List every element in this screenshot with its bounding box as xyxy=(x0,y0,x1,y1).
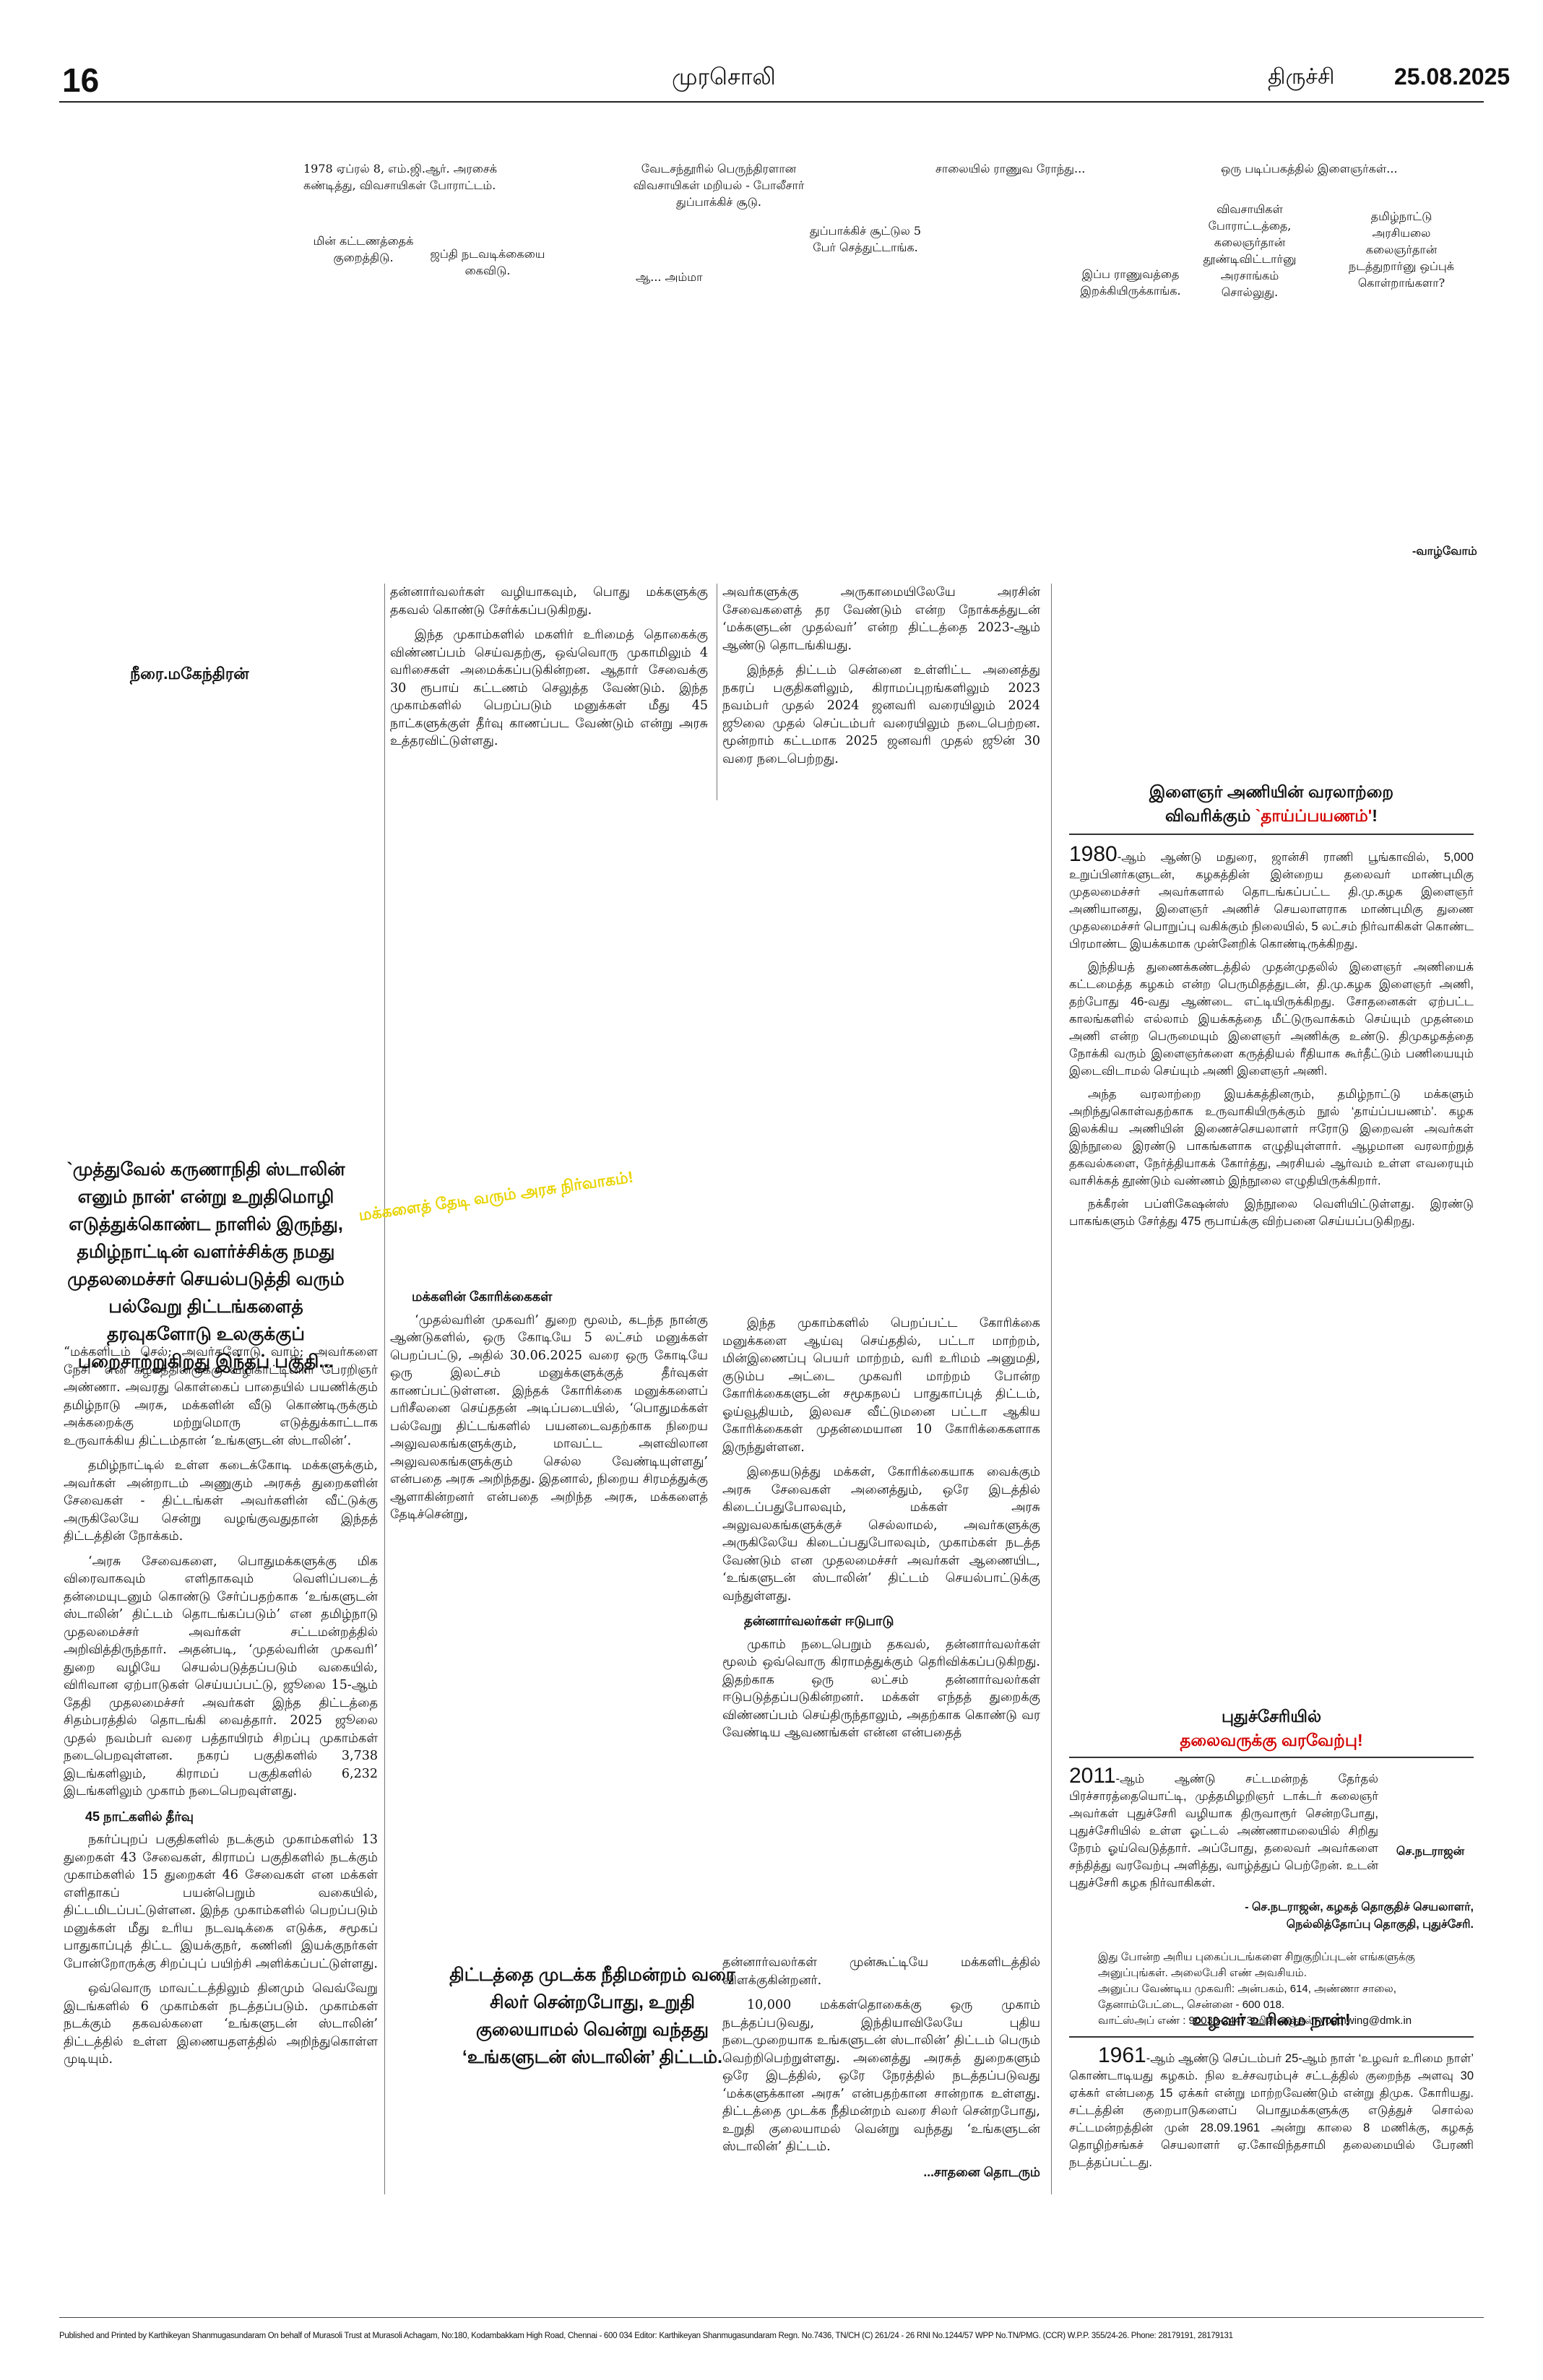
cartoon-caption: விவசாயிகள் போராட்டத்தை, கலைஞர்தான் தூண்ட… xyxy=(1203,202,1297,299)
continued-note: ...சாதனை தொடரும் xyxy=(923,2164,1040,2179)
sidebar-title-highlight: தலைவருக்கு வரவேற்பு! xyxy=(1180,1731,1363,1749)
masthead: முரசொலி xyxy=(672,64,776,90)
article-paragraph: “மக்களிடம் செல்; அவர்களோடு வாழ்; அவர்களை… xyxy=(64,1345,378,1448)
kicker: `முத்துவேல் கருணாநிதி ஸ்டாலின் எனும் நான… xyxy=(66,1159,345,1372)
article-headline: மக்களைத் தேடி வரும் அரசு நிர்வாகம்! xyxy=(358,1167,635,1224)
sidebar-year: 1980 xyxy=(1069,842,1118,866)
article-column-2-top: தன்னார்வலர்கள் வழியாகவும், பொது மக்களுக்… xyxy=(390,584,708,758)
article-paragraph: இந்த முகாம்களில் மகளிர் உரிமைத் தொகைக்கு… xyxy=(390,628,708,748)
cartoon-caption: ஒரு படிப்பகத்தில் இளைஞர்கள்... xyxy=(1221,162,1398,176)
sidebar-body: 2011-ஆம் ஆண்டு சட்டமன்றத் தேர்தல் பிரச்ச… xyxy=(1069,1764,1378,1890)
imprint-line: Published and Printed by Karthikeyan Sha… xyxy=(59,2332,1233,2340)
edition-city: திருச்சி xyxy=(1268,65,1335,89)
submission-note: இது போன்ற அரிய புகைப்படங்களை சிறுகுறிப்ப… xyxy=(1098,1951,1415,2027)
sidebar-paragraph: இந்தியத் துணைக்கண்டத்தில் முதன்முதலில் இ… xyxy=(1069,961,1474,1078)
header-rule xyxy=(59,101,1484,103)
sidebar-paragraph: அந்த வரலாற்றை இயக்கத்தினரும், தமிழ்நாட்ட… xyxy=(1069,1088,1474,1187)
article-paragraph: ‘அரசு சேவைகளை, பொதுமக்களுக்கு மிக விரைவா… xyxy=(64,1554,378,1799)
sidebar-title-highlight: `தாய்ப்பயணம்' xyxy=(1255,806,1373,825)
article-paragraph: அவர்களுக்கு அருகாமையிலேயே அரசின் சேவைகளை… xyxy=(722,585,1040,653)
sidebar-credit: - செ.நடராஜன், கழகத் தொகுதிச் செயலாளர், ந… xyxy=(1245,1901,1474,1931)
cartoon-caption: தமிழ்நாட்டு அரசியலை கலைஞர்தான் நடத்துறார… xyxy=(1348,209,1454,290)
sidebar-farmers-day: உழவர் உரிமை நாள்! 1961-ஆம் ஆண்டு செப்டம்… xyxy=(1069,2008,1474,2171)
sidebar-rule xyxy=(1069,2036,1474,2038)
article-paragraph: தன்னார்வலர்கள் வழியாகவும், பொது மக்களுக்… xyxy=(390,585,708,618)
column-rule xyxy=(1051,584,1052,2194)
sidebar-rule xyxy=(1069,1757,1474,1758)
sidebar-puducherry: புதுச்சேரியில் தலைவருக்கு வரவேற்பு! 2011… xyxy=(1069,1705,1474,2029)
sidebar-body: 1961-ஆம் ஆண்டு செப்டம்பர் 25-ஆம் நாள் ‘உ… xyxy=(1069,2043,1474,2170)
section-subhead: தன்னார்வலர்கள் ஈடுபாடு xyxy=(744,1614,894,1628)
issue-date: 25.08.2025 xyxy=(1394,64,1510,90)
sidebar-title: இளைஞர் அணியின் வரலாற்றை விவரிக்கும் `தாய… xyxy=(1149,782,1394,825)
article-column-3-bottom: தன்னார்வலர்கள் முன்கூட்டியே மக்களிடத்தில… xyxy=(722,1954,1040,2181)
cartoon-caption: சாலையில் ராணுவ ரோந்து... xyxy=(935,162,1086,176)
article-paragraph: இந்த முகாம்களில் பெறப்பட்ட கோரிக்கை மனுக… xyxy=(722,1316,1040,1455)
sidebar-paragraph: நக்கீரன் பப்ளிகேஷன்ஸ் இந்நூலை வெளியிட்டு… xyxy=(1069,1198,1474,1228)
cartoon-signature: -வாழ்வோம் xyxy=(1412,545,1477,558)
byline: நீரை.மகேந்திரன் xyxy=(130,665,249,683)
page-number: 16 xyxy=(62,61,100,99)
sidebar-year: 2011 xyxy=(1069,1764,1116,1788)
column-rule xyxy=(384,584,385,2194)
article-paragraph: இந்தத் திட்டம் சென்னை உள்ளிட்ட அனைத்து ந… xyxy=(722,663,1040,766)
sidebar-youth-wing: இளைஞர் அணியின் வரலாற்றை விவரிக்கும் `தாய… xyxy=(1069,780,1474,1236)
sidebar-title: உழவர் உரிமை நாள்! xyxy=(1192,2010,1351,2029)
footer-rule xyxy=(59,2317,1484,2318)
cartoon-caption: ஜப்தி நடவடிக்கையை கைவிடு. xyxy=(430,247,545,277)
cartoon-caption: ஆ... அம்மா xyxy=(636,270,703,284)
article-paragraph: தமிழ்நாட்டில் உள்ள கடைக்கோடி மக்களுக்கும… xyxy=(64,1458,378,1544)
cartoon-caption: 1978 ஏப்ரல் 8, எம்.ஜி.ஆர். அரசைக் கண்டித… xyxy=(303,162,497,192)
section-subhead: 45 நாட்களில் தீர்வு xyxy=(85,1809,194,1824)
article-paragraph: இதையடுத்து மக்கள், கோரிக்கையாக வைக்கும் … xyxy=(722,1465,1040,1604)
cartoon-caption: இப்ப ராணுவத்தை இறக்கியிருக்காங்க. xyxy=(1080,267,1181,298)
pull-quote: திட்டத்தை முடக்க நீதிமன்றம் வரை சிலர் செ… xyxy=(449,1965,735,2067)
article-column-2-lower: மக்களின் கோரிக்கைகள் ‘முதல்வரின் முகவரி’… xyxy=(390,1282,708,1531)
article-column-3-lower: இந்த முகாம்களில் பெறப்பட்ட கோரிக்கை மனுக… xyxy=(722,1315,1040,1749)
article-paragraph: முகாம் நடைபெறும் தகவல், தன்னார்வலர்கள் ம… xyxy=(722,1637,1040,1741)
section-subhead: மக்களின் கோரிக்கைகள் xyxy=(412,1289,553,1304)
article-paragraph: 10,000 மக்கள்தொகைக்கு ஒரு முகாம் நடத்தப்… xyxy=(722,1998,1040,2154)
cartoon-caption: மின் கட்டணத்தைக் குறைத்திடு. xyxy=(313,234,414,264)
photo-label: செ.நடராஜன் xyxy=(1396,1845,1465,1858)
sidebar-body: 1980-ஆம் ஆண்டு மதுரை, ஜான்சி ராணி பூங்கா… xyxy=(1069,844,1474,1230)
article-paragraph: ஒவ்வொரு மாவட்டத்திலும் தினமும் வெவ்வேறு … xyxy=(64,1981,378,2067)
sidebar-rule xyxy=(1069,834,1474,835)
article-paragraph: நகர்ப்புறப் பகுதிகளில் நடக்கும் முகாம்கள… xyxy=(64,1832,378,1971)
article-column-1: “மக்களிடம் செல்; அவர்களோடு வாழ்; அவர்களை… xyxy=(64,1343,378,2076)
article-column-3-top: அவர்களுக்கு அருகாமையிலேயே அரசின் சேவைகளை… xyxy=(722,584,1040,775)
article-paragraph: ‘முதல்வரின் முகவரி’ துறை மூலம், கடந்த நா… xyxy=(390,1312,708,1523)
sidebar-title: புதுச்சேரியில் தலைவருக்கு வரவேற்பு! xyxy=(1069,1705,1474,1752)
cartoon-caption: துப்பாக்கிச் சூட்டுல 5 பேர் செத்துட்டாங்… xyxy=(809,224,922,254)
cartoon-caption: வேடசந்தூரில் பெருந்திரளான விவசாயிகள் மறி… xyxy=(633,162,805,209)
article-paragraph: தன்னார்வலர்கள் முன்கூட்டியே மக்களிடத்தில… xyxy=(722,1955,1040,1988)
sidebar-year: 1961 xyxy=(1098,2043,1146,2067)
